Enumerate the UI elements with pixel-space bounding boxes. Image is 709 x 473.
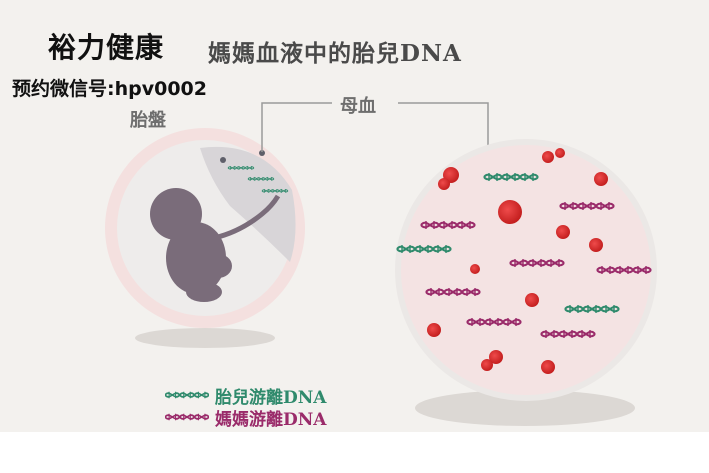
red-blood-cell xyxy=(594,172,608,186)
label-placenta: 胎盤 xyxy=(130,110,166,131)
dna-green-icon xyxy=(165,390,209,400)
red-blood-cell xyxy=(489,350,503,364)
red-blood-cell xyxy=(427,323,441,337)
red-blood-cell xyxy=(498,200,522,224)
red-blood-cell xyxy=(589,238,603,252)
placenta-dot xyxy=(259,150,265,156)
legend-label-maternal: 媽媽游離DNA xyxy=(215,409,327,430)
red-blood-cell xyxy=(555,148,565,158)
red-blood-cell xyxy=(556,225,570,239)
red-blood-cell xyxy=(438,178,450,190)
callout-lines xyxy=(261,102,491,154)
placenta-dot xyxy=(220,157,226,163)
red-blood-cell xyxy=(542,151,554,163)
red-blood-cell xyxy=(481,359,493,371)
red-blood-cell xyxy=(470,264,480,274)
fetus-illustration xyxy=(150,188,281,302)
red-blood-cell xyxy=(541,360,555,374)
watermark-contact: 预约微信号:hpv0002 xyxy=(12,78,207,100)
legend-item-fetal: 胎兒游離DNA xyxy=(165,384,327,408)
dna-purple-icon xyxy=(165,412,209,422)
label-maternal-blood: 母血 xyxy=(340,96,376,117)
blood-circle-shadow xyxy=(415,390,635,426)
diagram-title: 媽媽血液中的胎兒DNA xyxy=(208,40,462,67)
red-blood-cells xyxy=(427,148,608,374)
placenta-dna-group xyxy=(220,150,289,194)
womb-shadow xyxy=(135,328,275,348)
legend-label-fetal: 胎兒游離DNA xyxy=(215,387,327,408)
legend-item-maternal: 媽媽游離DNA xyxy=(165,406,327,430)
watermark-title: 裕力健康 xyxy=(48,31,165,64)
red-blood-cell xyxy=(525,293,539,307)
